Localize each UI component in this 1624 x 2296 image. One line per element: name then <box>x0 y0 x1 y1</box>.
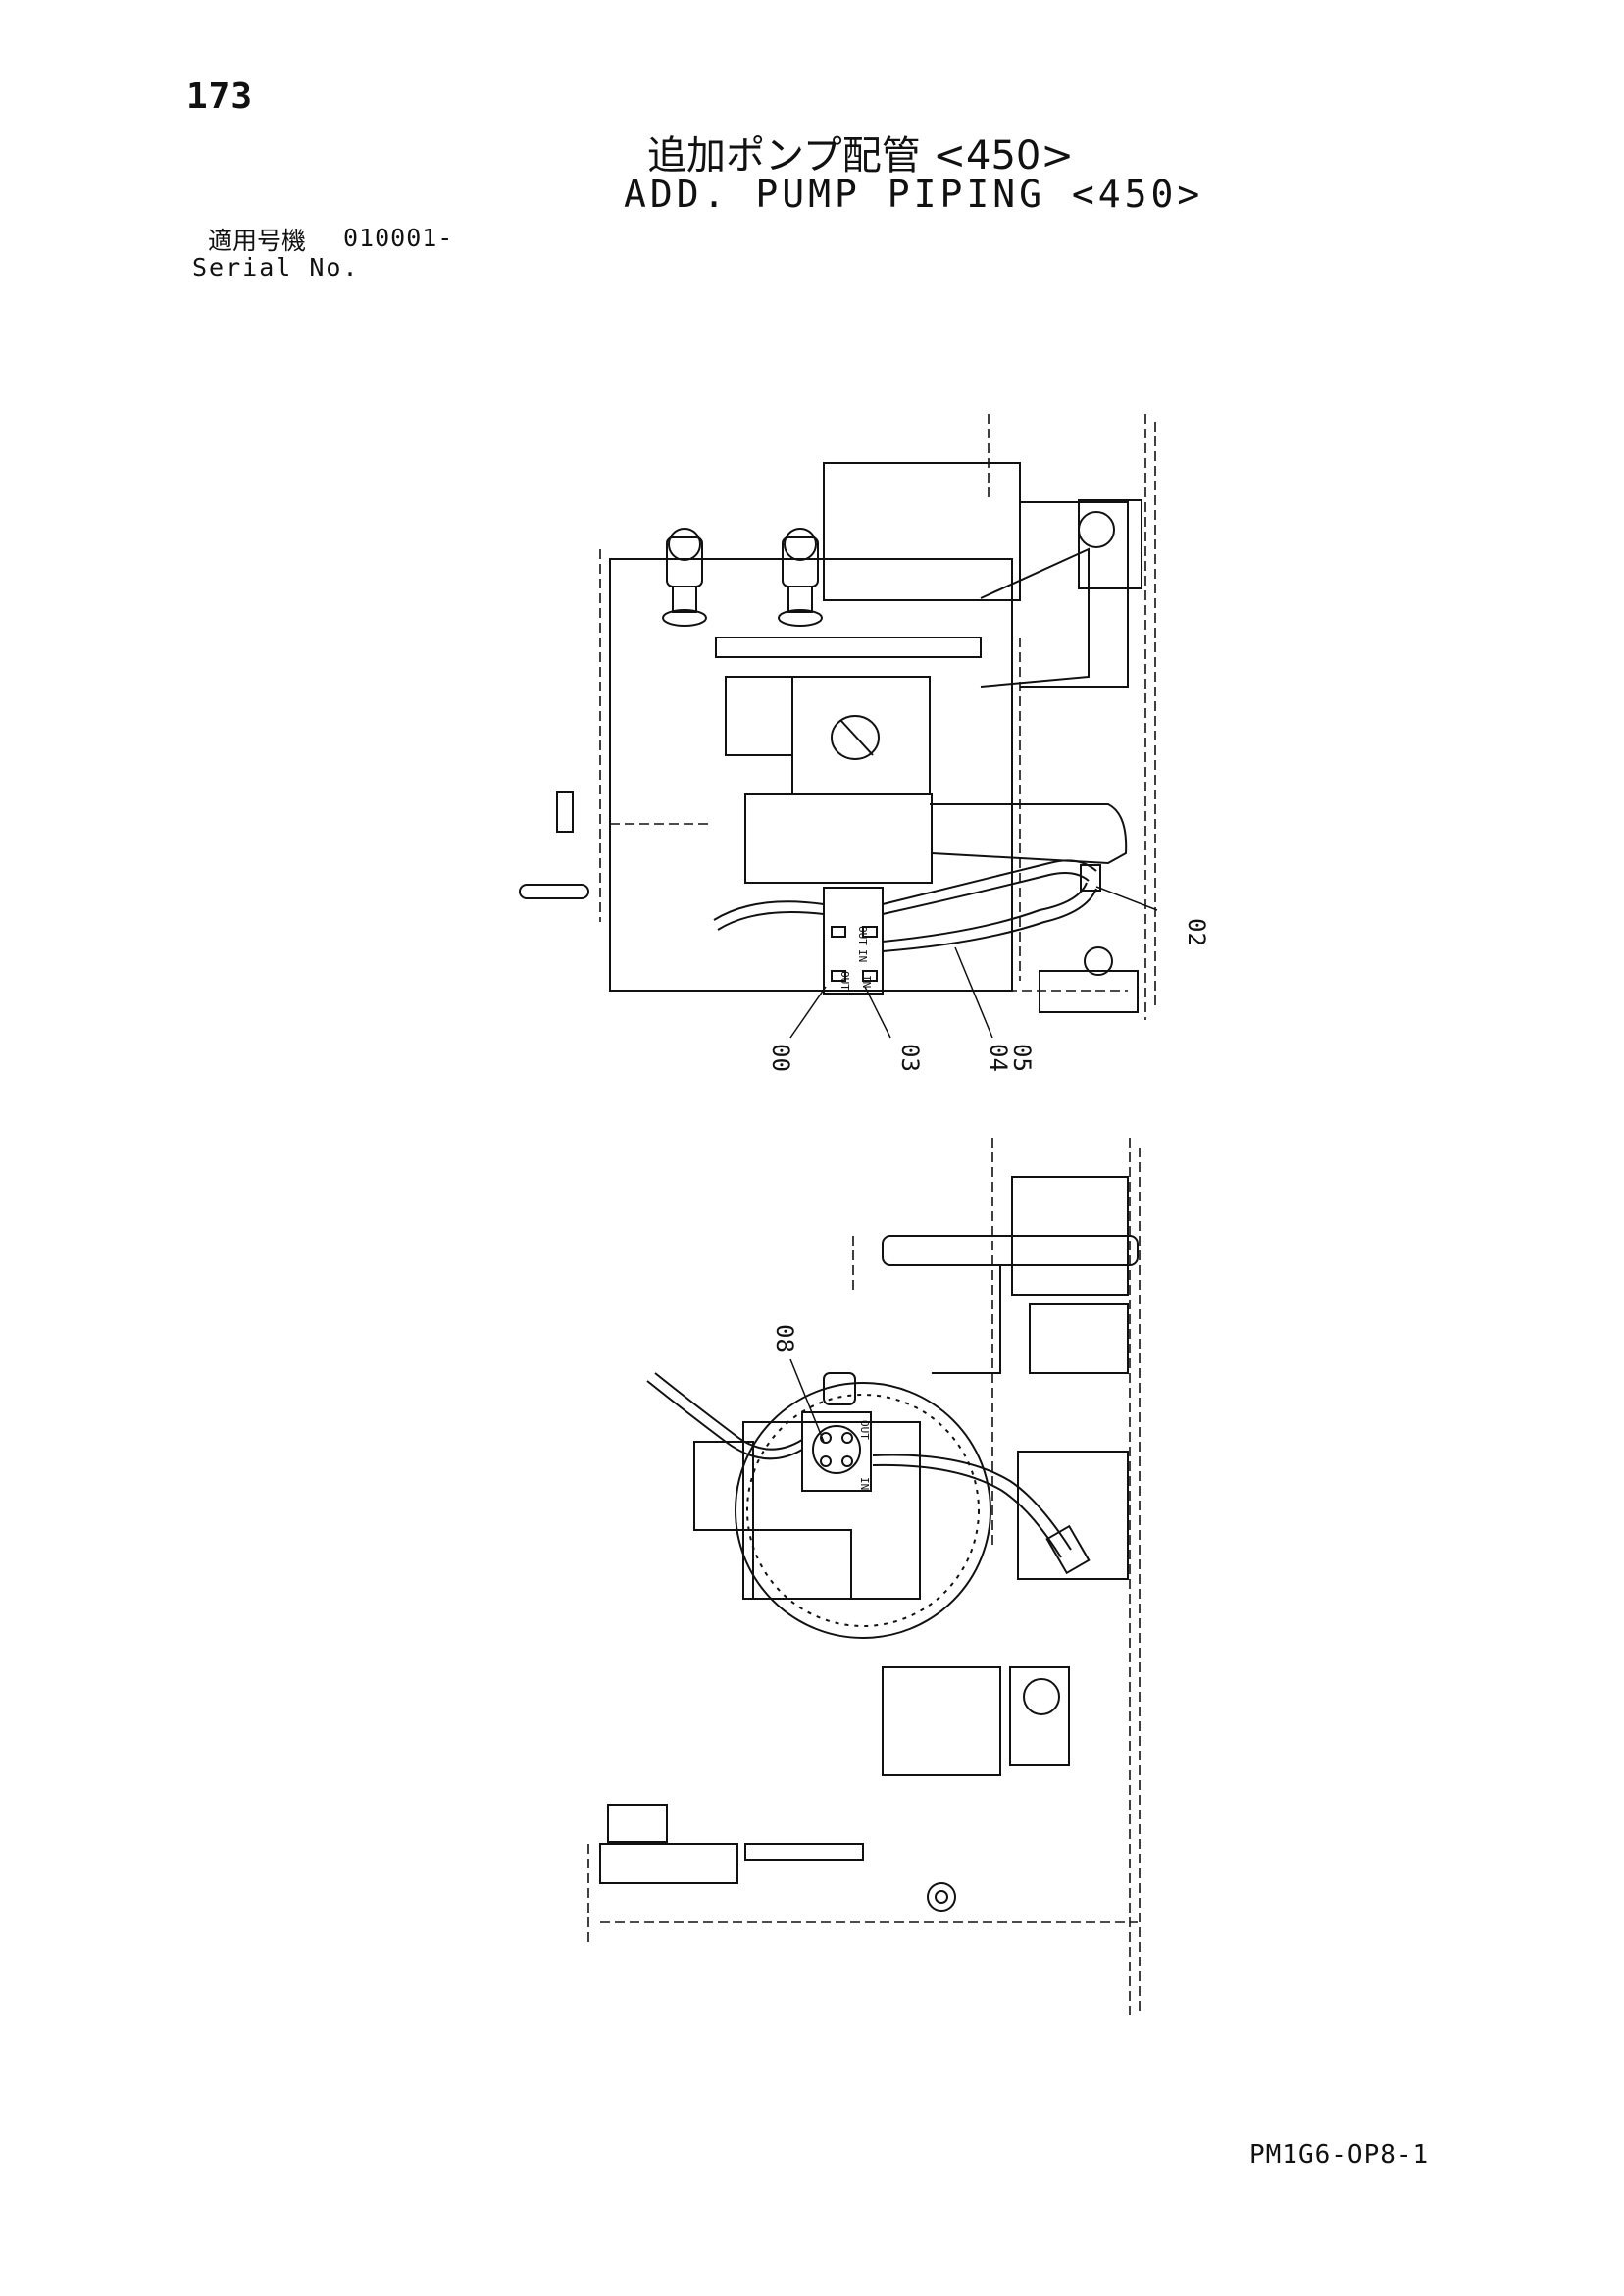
callout-08: 08 <box>771 1324 798 1352</box>
port-label-side-in: IN <box>858 1477 871 1490</box>
hose-top-lower <box>882 882 1097 952</box>
suction-strainer-left <box>662 528 707 627</box>
main-pump-top <box>725 676 933 884</box>
suction-strainer-right <box>778 528 823 627</box>
port-labels: OUT IN OUT IN OUT IN <box>838 926 873 1490</box>
side-view-drawing <box>587 1138 1141 2020</box>
page-number: 173 <box>186 77 254 117</box>
port-label-top-out-2: OUT <box>838 971 851 991</box>
main-pump-side <box>693 1382 991 1639</box>
callout-03: 03 <box>896 1044 924 1072</box>
port-label-top-in-1: IN <box>856 949 869 962</box>
callout-05: 05 <box>1008 1044 1036 1072</box>
callout-02: 02 <box>1183 918 1210 946</box>
top-view-drawing <box>519 414 1158 1039</box>
port-label-top-out-1: OUT <box>856 926 869 945</box>
additional-pump-top <box>823 887 884 995</box>
title-japanese: 追加ポンプ配管 <450> <box>647 133 1074 179</box>
additional-pump-side <box>801 1372 872 1492</box>
callout-04: 04 <box>985 1044 1012 1072</box>
serial-number-value: 010001- <box>343 224 454 252</box>
callouts: 00 03 04 05 02 08 <box>767 918 1210 1352</box>
drawing-code: PM1G6-OP8-1 <box>1249 2140 1430 2169</box>
hose-top-upper <box>882 859 1097 915</box>
port-label-side-out: OUT <box>858 1420 871 1440</box>
title-english: ADD. PUMP PIPING <450> <box>624 173 1204 216</box>
serial-label-japanese: 適用号機 <box>208 227 307 255</box>
callout-00: 00 <box>767 1044 794 1072</box>
serial-label-english: Serial No. <box>192 253 360 281</box>
port-label-top-in-2: IN <box>860 975 873 988</box>
